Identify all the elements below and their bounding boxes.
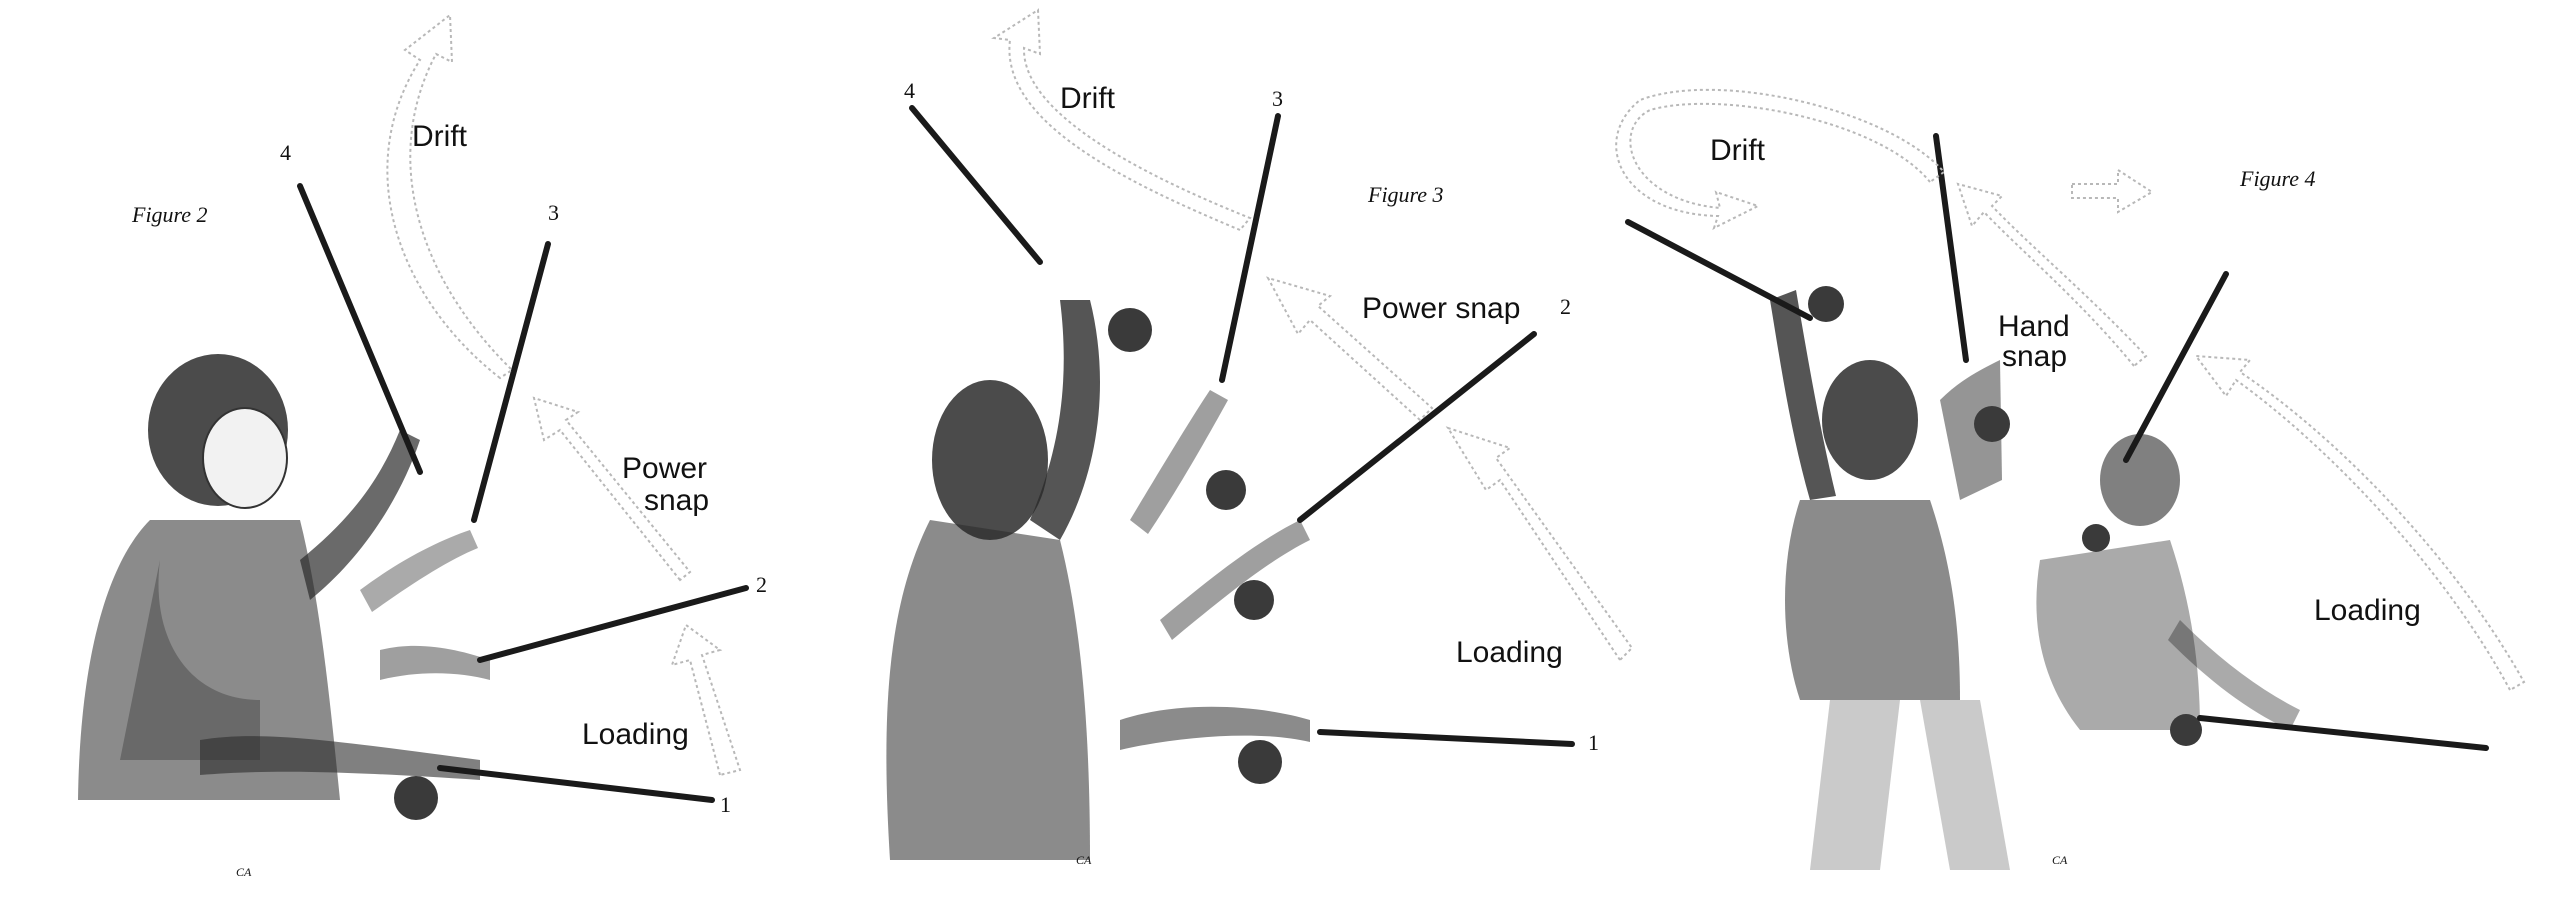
figure-3-signature: CA bbox=[1076, 853, 1092, 867]
figure-2-loading-label: Loading bbox=[582, 718, 689, 751]
figure-4-angler bbox=[1770, 286, 2300, 870]
figure-3-rod-3 bbox=[1219, 113, 1281, 383]
figure-2-snap-label-line1: Power bbox=[622, 452, 707, 485]
figure-4-panel: Figure 4 Drift Hand snap Loading CA bbox=[1615, 88, 2526, 870]
figure-4-loading-arrow bbox=[2193, 354, 2526, 692]
figure-2-position-3: 3 bbox=[548, 200, 559, 225]
figure-2-rod-4 bbox=[297, 183, 423, 475]
figure-4-snap-arrow bbox=[1956, 182, 2148, 368]
figure-4-snap-label-line1: Hand bbox=[1998, 310, 2070, 343]
figure-3-drift-label: Drift bbox=[1060, 82, 1116, 115]
figure-4-loading-label: Loading bbox=[2314, 594, 2421, 627]
figure-2-signature: CA bbox=[236, 865, 252, 879]
figure-3-rod-1 bbox=[1317, 729, 1575, 747]
figure-3-position-4: 4 bbox=[904, 78, 915, 103]
figure-4-rod-forward bbox=[2123, 271, 2229, 463]
figure-3-angler bbox=[886, 300, 1310, 860]
figure-2-angler bbox=[78, 354, 490, 820]
figure-4-caption: Figure 4 bbox=[2239, 166, 2316, 191]
figure-4-drift-arrow bbox=[1615, 88, 1946, 230]
figure-2-snap-label-line2: snap bbox=[644, 484, 709, 517]
figure-2-caption: Figure 2 bbox=[131, 202, 208, 227]
figure-2-snap-arrow bbox=[532, 396, 692, 582]
figure-4-signature: CA bbox=[2052, 853, 2068, 867]
figure-3-rod-2 bbox=[1297, 331, 1537, 523]
figure-3-snap-label: Power snap bbox=[1362, 292, 1520, 325]
figure-2-rod-3 bbox=[471, 241, 551, 523]
figure-3-snap-arrow bbox=[1265, 276, 1434, 422]
figure-2-panel: Figure 2 1 2 3 4 Drift Power snap Loadin bbox=[78, 13, 767, 879]
figure-3-caption: Figure 3 bbox=[1367, 182, 1444, 207]
figure-4-drift-label: Drift bbox=[1710, 134, 1766, 167]
figure-4-rod-back bbox=[1625, 219, 1813, 321]
figure-3-panel: Figure 3 1 2 3 4 Drift Power snap Loadin… bbox=[886, 8, 1634, 867]
figure-3-position-2: 2 bbox=[1560, 294, 1571, 319]
figure-2-position-2: 2 bbox=[756, 572, 767, 597]
figure-2-position-4: 4 bbox=[280, 140, 291, 165]
figure-3-position-3: 3 bbox=[1272, 86, 1283, 111]
figure-2-position-1: 1 bbox=[720, 792, 731, 817]
figure-4-rod-loading bbox=[2197, 715, 2489, 751]
figure-4-snap-label-line2: snap bbox=[2002, 340, 2067, 373]
figure-2-rod-2 bbox=[477, 585, 749, 663]
figure-2-loading-arrow bbox=[670, 623, 742, 777]
figure-3-rod-4 bbox=[909, 105, 1043, 265]
figure-2-drift-label: Drift bbox=[412, 120, 468, 153]
figure-2-rod-1 bbox=[437, 765, 715, 803]
figure-3-loading-label: Loading bbox=[1456, 636, 1563, 669]
figure-3-position-1: 1 bbox=[1588, 730, 1599, 755]
figure-4-forward-arrow bbox=[2071, 168, 2154, 214]
figure-3-drift-arrow bbox=[991, 8, 1252, 232]
figure-2-drift-arrow bbox=[386, 13, 514, 380]
figure-3-loading-arrow bbox=[1445, 426, 1634, 662]
